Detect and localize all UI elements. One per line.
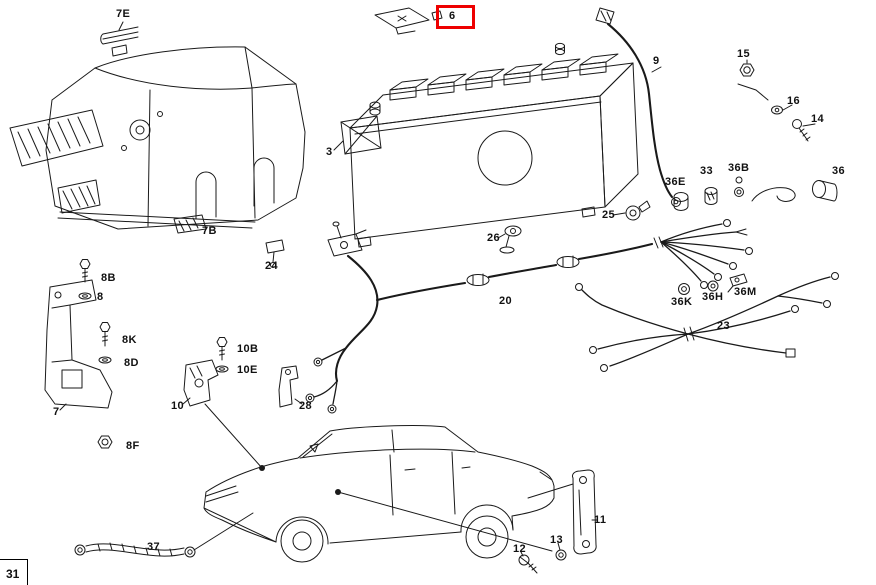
part-label-12[interactable]: 12 — [513, 543, 527, 555]
part-label-8k[interactable]: 8K — [122, 334, 137, 346]
part-label-8f[interactable]: 8F — [126, 440, 140, 452]
terminal-36h — [707, 280, 719, 292]
part-label-8b[interactable]: 8B — [101, 272, 116, 284]
part-label-11[interactable]: 11 — [594, 514, 607, 526]
part-label-7b[interactable]: 7B — [202, 225, 217, 237]
part-label-10b[interactable]: 10B — [237, 343, 259, 355]
terminal-36k — [678, 283, 690, 295]
bolt-10b — [216, 337, 228, 361]
part-label-36b[interactable]: 36B — [728, 162, 750, 174]
bracket-28 — [278, 365, 299, 408]
part-label-23[interactable]: 23 — [717, 320, 731, 332]
ground-strap-37 — [74, 542, 196, 558]
hook-bracket — [751, 187, 796, 202]
bolt-24 — [265, 239, 285, 268]
grommet-36e — [673, 192, 689, 211]
bolt-8k — [99, 322, 111, 347]
washer-16 — [771, 105, 783, 115]
part-label-14[interactable]: 14 — [811, 113, 825, 125]
screw-14 — [792, 119, 811, 142]
part-label-16[interactable]: 16 — [787, 95, 801, 107]
clamp-25 — [625, 200, 651, 221]
page-number: 31 — [0, 559, 28, 585]
part-label-8[interactable]: 8 — [97, 291, 104, 303]
nut-15 — [737, 63, 769, 101]
washer-8 — [78, 292, 92, 300]
terminal-36m — [727, 273, 748, 293]
part-label-26[interactable]: 26 — [487, 232, 501, 244]
bracket-26 — [499, 225, 522, 254]
leader-lines — [59, 21, 816, 557]
part-label-28[interactable]: 28 — [299, 400, 313, 412]
nut-8f — [97, 435, 113, 449]
washer-10e — [215, 365, 229, 373]
grommet-36 — [812, 180, 838, 202]
car-outline — [203, 425, 555, 563]
screw-12 — [518, 554, 538, 574]
part-6-plate — [374, 7, 443, 35]
screw-ring-36b — [734, 176, 744, 197]
part-label-9[interactable]: 9 — [653, 55, 660, 67]
part-label-37[interactable]: 37 — [147, 541, 161, 553]
bracket-10 — [183, 359, 219, 407]
part-label-6[interactable]: 6 — [449, 10, 456, 22]
harness-23 — [575, 272, 839, 372]
bolt-8b — [79, 259, 91, 283]
battery-cover — [9, 26, 306, 234]
part-label-36m[interactable]: 36M — [734, 286, 757, 298]
part-label-24[interactable]: 24 — [265, 260, 279, 272]
part-label-36k[interactable]: 36K — [671, 296, 693, 308]
washer-13 — [555, 549, 567, 561]
part-label-7e[interactable]: 7E — [116, 8, 131, 20]
part-label-10e[interactable]: 10E — [237, 364, 258, 376]
harness-20 — [305, 219, 753, 414]
part-label-10[interactable]: 10 — [171, 400, 185, 412]
part-label-15[interactable]: 15 — [737, 48, 751, 60]
bracket-7 — [44, 279, 113, 409]
part-label-7[interactable]: 7 — [53, 406, 60, 418]
strap-11 — [572, 469, 597, 555]
part-label-36[interactable]: 36 — [832, 165, 846, 177]
part-label-33[interactable]: 33 — [700, 165, 714, 177]
part-label-3[interactable]: 3 — [326, 146, 333, 158]
washer-8d — [98, 356, 112, 364]
part-label-8d[interactable]: 8D — [124, 357, 139, 369]
highlight-box — [436, 5, 475, 29]
part-label-20[interactable]: 20 — [499, 295, 513, 307]
part-label-36h[interactable]: 36H — [702, 291, 724, 303]
part-label-36e[interactable]: 36E — [665, 176, 686, 188]
part-label-25[interactable]: 25 — [602, 209, 616, 221]
cable-9 — [595, 7, 681, 207]
part-label-13[interactable]: 13 — [550, 534, 564, 546]
battery — [327, 42, 639, 257]
sleeve-33 — [704, 187, 718, 205]
